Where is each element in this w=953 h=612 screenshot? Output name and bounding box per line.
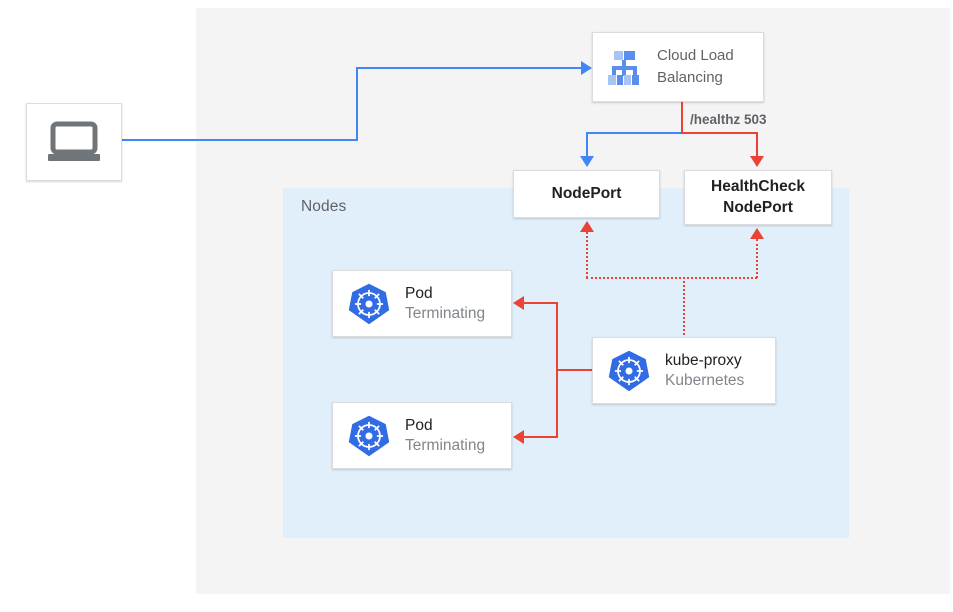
- edge-healthz-vertical-upper: [681, 102, 683, 134]
- edge-lb-to-nodeport-horizontal: [586, 132, 682, 134]
- kube-proxy-text: kube-proxy Kubernetes: [665, 351, 744, 391]
- edge-healthz-vertical-lower: [756, 132, 758, 158]
- nodeport-label: NodePort: [551, 184, 622, 202]
- edge-proxy-to-nodeport-arrowhead: [580, 221, 594, 232]
- cloud-load-balancing-icon: [608, 51, 639, 85]
- pod-node-1-text: Pod Terminating: [405, 284, 485, 324]
- pod-node-2[interactable]: Pod Terminating: [332, 402, 512, 469]
- edge-proxy-to-pods-vertical: [556, 302, 558, 438]
- kube-proxy-title: kube-proxy: [665, 351, 742, 369]
- edge-client-to-lb-horizontal-upper: [356, 67, 583, 69]
- edge-proxy-dotted-vertical-stem: [683, 277, 685, 339]
- edge-healthz-arrowhead: [750, 156, 764, 167]
- edge-proxy-to-pod2-horizontal: [524, 436, 558, 438]
- pod-node-2-status: Terminating: [405, 436, 486, 454]
- cloud-load-balancing-label: Cloud Load Balancing: [657, 45, 734, 90]
- kube-proxy-subtitle: Kubernetes: [665, 371, 745, 389]
- edge-proxy-to-healthcheck-arrowhead: [750, 228, 764, 239]
- healthcheck-nodeport-node[interactable]: HealthCheck NodePort: [684, 170, 832, 225]
- kubernetes-icon: [348, 415, 390, 456]
- laptop-icon: [48, 121, 100, 161]
- pod-node-1-title: Pod: [405, 284, 433, 302]
- nodes-region-label: Nodes: [301, 198, 347, 215]
- edge-proxy-to-pod1-horizontal: [524, 302, 558, 304]
- pod-node-1[interactable]: Pod Terminating: [332, 270, 512, 337]
- cloud-load-balancing-label-line2: Balancing: [657, 69, 723, 86]
- edge-proxy-to-pod2-arrowhead: [513, 430, 524, 444]
- healthcheck-nodeport-label-line1: HealthCheck: [711, 177, 805, 195]
- client-node[interactable]: [26, 103, 122, 181]
- edge-client-to-lb-horizontal-lower: [122, 139, 358, 141]
- edge-client-to-lb-vertical: [356, 67, 358, 141]
- cloud-load-balancing-node[interactable]: Cloud Load Balancing: [592, 32, 764, 102]
- edge-proxy-dotted-horizontal-bus: [586, 277, 757, 279]
- kubernetes-icon: [348, 283, 390, 324]
- pod-node-1-status: Terminating: [405, 304, 486, 322]
- edge-lb-to-nodeport-vertical: [586, 132, 588, 158]
- edge-proxy-to-pod1-arrowhead: [513, 296, 524, 310]
- healthz-edge-label: /healthz 503: [690, 112, 767, 127]
- kube-proxy-node[interactable]: kube-proxy Kubernetes: [592, 337, 776, 404]
- pod-node-2-text: Pod Terminating: [405, 416, 485, 456]
- pod-node-2-title: Pod: [405, 416, 433, 434]
- edge-healthz-horizontal: [681, 132, 758, 134]
- healthcheck-nodeport-label: HealthCheck NodePort: [711, 177, 805, 219]
- healthcheck-nodeport-label-line2: NodePort: [723, 198, 793, 216]
- edge-lb-to-nodeport-arrowhead: [580, 156, 594, 167]
- nodeport-node[interactable]: NodePort: [513, 170, 660, 218]
- cloud-load-balancing-label-line1: Cloud Load: [657, 46, 734, 64]
- edge-client-to-lb-arrowhead: [581, 61, 592, 75]
- kubernetes-icon: [608, 350, 650, 391]
- edge-proxy-to-pods-stem: [556, 369, 594, 371]
- edge-proxy-dotted-to-healthcheck: [756, 239, 758, 278]
- edge-proxy-dotted-to-nodeport: [586, 232, 588, 278]
